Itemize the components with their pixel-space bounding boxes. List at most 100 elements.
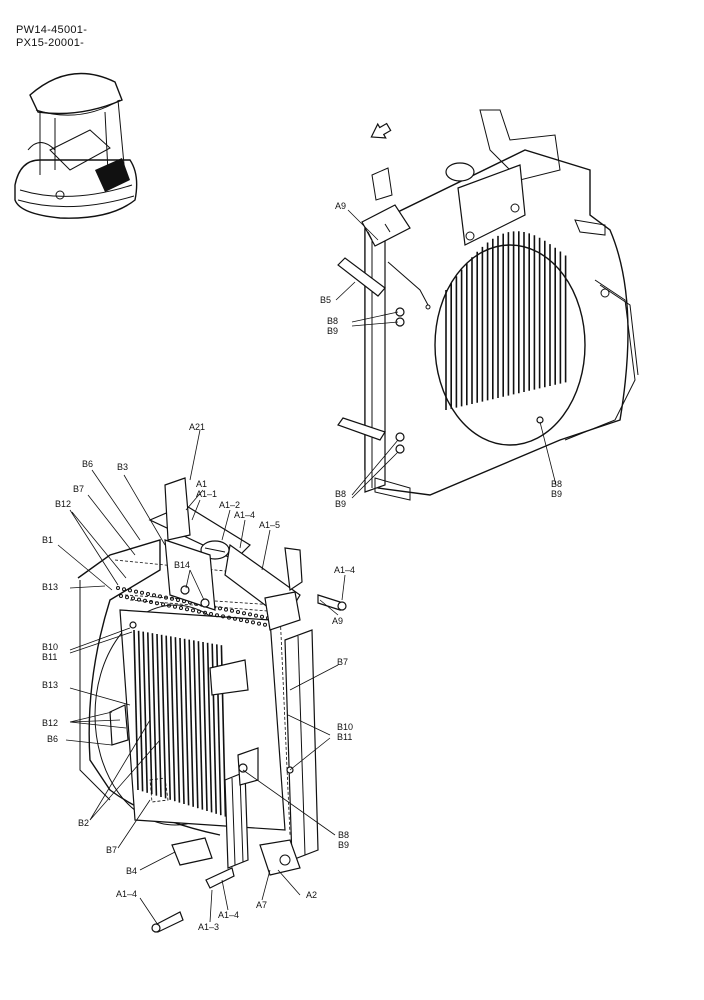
radiator-fin xyxy=(156,633,162,798)
label-A2: A2 xyxy=(306,890,317,900)
label-B11-left: B11 xyxy=(42,652,57,662)
lower-radiator-assembly xyxy=(77,477,347,933)
seam-dot xyxy=(158,594,162,599)
radiator-fin xyxy=(193,640,199,809)
label-B6-top: B6 xyxy=(82,459,93,469)
seam-dot xyxy=(260,614,264,619)
seam-dot xyxy=(218,606,222,611)
seam-dot xyxy=(263,622,267,627)
label-B8-upper-1: B8 xyxy=(327,316,338,326)
seam-dot xyxy=(191,608,195,613)
seam-dot xyxy=(170,596,174,601)
seam-dot xyxy=(209,612,213,616)
label-A1-4-c: A1–4 xyxy=(116,889,137,899)
label-B8-lower: B8 xyxy=(338,830,349,840)
label-B7-top: B7 xyxy=(73,484,84,494)
label-B13-top: B13 xyxy=(42,582,58,592)
seam-dot xyxy=(179,606,183,610)
seam-dot xyxy=(152,593,156,598)
label-A1-4-a: A1–4 xyxy=(234,510,255,520)
label-B8-upper-3: B8 xyxy=(551,479,562,489)
label-B14: B14 xyxy=(174,560,190,570)
seam-dot xyxy=(137,597,141,602)
label-B2: B2 xyxy=(78,818,89,828)
seam-dot xyxy=(161,602,165,607)
label-A1-1: A1–1 xyxy=(196,489,217,499)
seam-dot xyxy=(176,598,180,602)
seam-dot xyxy=(134,589,138,594)
label-A21: A21 xyxy=(189,422,205,432)
label-A9-lower: A9 xyxy=(332,616,343,626)
seam-dot xyxy=(251,620,255,625)
label-B9-upper-3: B9 xyxy=(551,489,562,499)
seam-dot xyxy=(245,619,249,624)
radiator-fin xyxy=(165,635,171,800)
seam-dot xyxy=(185,607,189,612)
seam-dot xyxy=(116,586,120,590)
seam-dot xyxy=(257,621,261,626)
seam-dot xyxy=(224,607,228,612)
radiator-fin xyxy=(179,637,185,805)
label-A1-4-d: A1–4 xyxy=(218,910,239,920)
label-B9-upper-2: B9 xyxy=(335,499,346,509)
seam-dot xyxy=(248,612,252,617)
label-B10-left: B10 xyxy=(42,642,58,652)
seam-dot xyxy=(125,595,129,600)
front-direction-arrow-icon xyxy=(370,122,392,139)
radiator-fin xyxy=(137,630,144,792)
label-B1: B1 xyxy=(42,535,53,545)
seam-dot xyxy=(164,595,168,600)
leader-lines xyxy=(57,209,557,926)
radiator-fin xyxy=(174,637,181,803)
label-A7: A7 xyxy=(256,900,267,910)
seam-dot xyxy=(149,600,153,604)
seam-dot xyxy=(254,613,258,618)
seam-dot xyxy=(119,594,123,598)
upper-radiator-assembly xyxy=(337,109,639,501)
seam-dot xyxy=(173,604,177,609)
label-B9-upper-1: B9 xyxy=(327,326,338,336)
label-A1-5: A1–5 xyxy=(259,520,280,530)
radiator-fin xyxy=(206,642,213,813)
part-labels: A9 B5 B8 B9 B8 B9 B8 B9 A21 B6 B3 A1 A1–… xyxy=(42,201,562,932)
label-B8-upper-2: B8 xyxy=(335,489,346,499)
radiator-fin xyxy=(183,638,190,806)
label-B4: B4 xyxy=(126,866,137,876)
radiator-fin xyxy=(151,633,158,796)
seam-dot xyxy=(128,588,132,593)
seam-dot xyxy=(122,587,126,592)
radiator-fin xyxy=(170,636,176,802)
seam-dot xyxy=(143,598,147,603)
serial-number-line-2: PX15-20001- xyxy=(16,37,85,49)
label-A1-3: A1–3 xyxy=(198,922,219,932)
radiator-fin xyxy=(202,641,208,812)
label-B7-right: B7 xyxy=(337,657,348,667)
label-B12-top: B12 xyxy=(55,499,71,509)
label-B10-right: B10 xyxy=(337,722,353,732)
seam-dot xyxy=(227,615,231,620)
serial-number-line-1: PW14-45001- xyxy=(16,24,88,36)
label-A1: A1 xyxy=(196,479,207,489)
label-B3: B3 xyxy=(117,462,128,472)
radiator-fin xyxy=(133,629,139,791)
radiator-fin xyxy=(197,641,204,810)
seam-dot xyxy=(155,601,159,606)
label-B6-mid: B6 xyxy=(47,734,58,744)
seam-dot xyxy=(230,608,234,613)
label-A1-4-b: A1–4 xyxy=(334,565,355,575)
label-A1-2: A1–2 xyxy=(219,500,240,510)
seam-dot xyxy=(197,609,201,614)
radiator-fin xyxy=(142,631,148,793)
label-B7-bottom: B7 xyxy=(106,845,117,855)
seam-dot xyxy=(221,614,225,619)
label-B9-lower: B9 xyxy=(338,840,349,850)
seam-dot xyxy=(131,596,135,601)
label-B5: B5 xyxy=(320,295,331,305)
seam-dot xyxy=(242,611,246,616)
seam-dot xyxy=(239,618,243,622)
label-B13-mid: B13 xyxy=(42,680,58,690)
radiator-fin xyxy=(160,634,167,799)
seam-dot xyxy=(167,603,171,608)
label-B12-mid: B12 xyxy=(42,718,58,728)
